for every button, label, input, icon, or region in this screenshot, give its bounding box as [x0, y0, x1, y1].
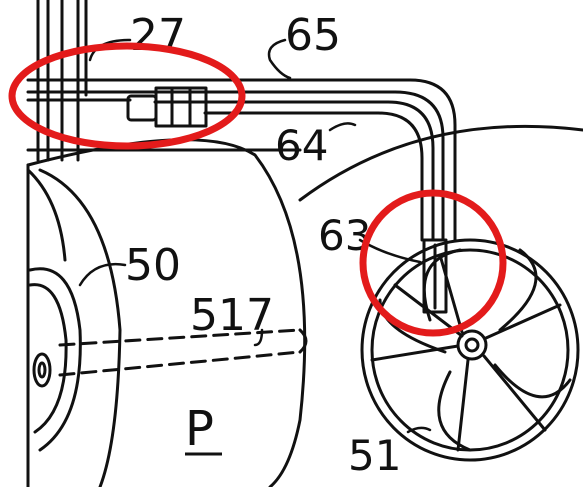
horizontal-pipe [26, 78, 412, 152]
left-hub [28, 267, 82, 452]
axle-end [298, 328, 308, 354]
highlight-ellipse-coupling [8, 42, 246, 150]
label-64: 64 [275, 121, 328, 170]
pipe-bend [376, 78, 457, 242]
leader-lines [78, 38, 432, 434]
drum-cylinder [26, 124, 583, 487]
fan-wheel [360, 238, 580, 462]
label-51: 51 [348, 431, 401, 480]
pipe-coupling [126, 86, 208, 128]
label-517: 517 [190, 290, 274, 341]
dashed-axle [58, 328, 302, 377]
highlight-circle-nozzle [359, 189, 507, 337]
label-P: P [185, 401, 214, 457]
label-50: 50 [125, 240, 181, 291]
label-65: 65 [285, 10, 341, 61]
